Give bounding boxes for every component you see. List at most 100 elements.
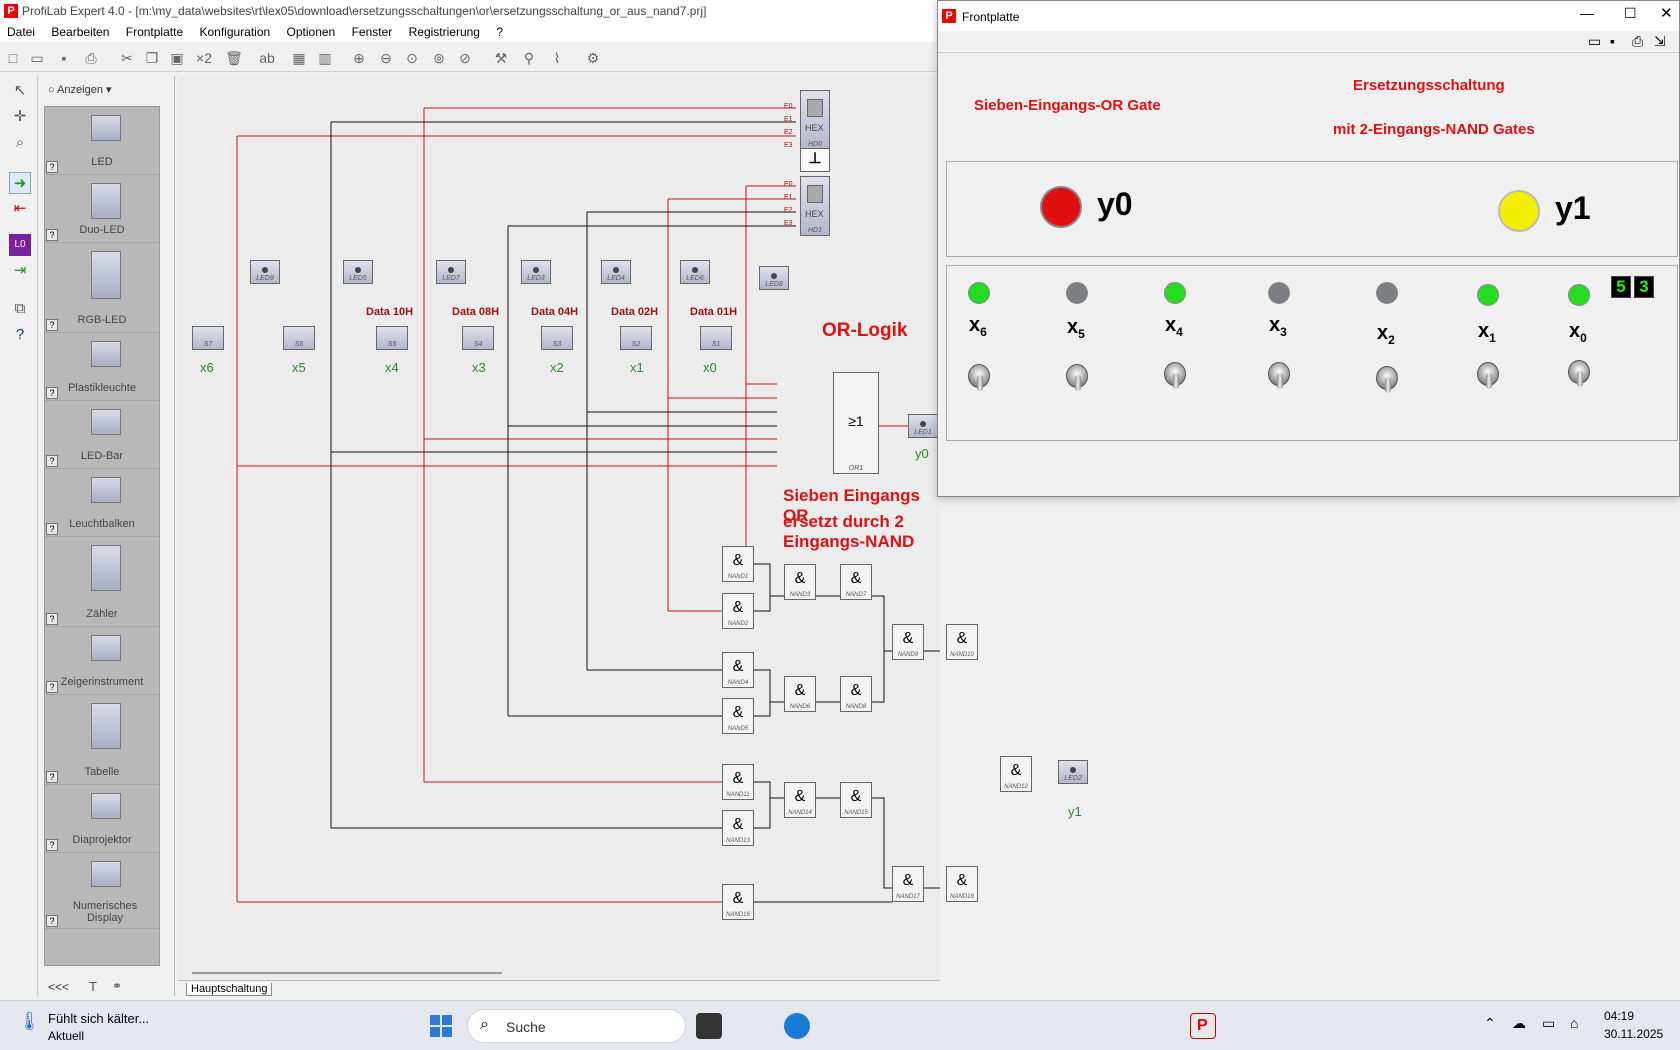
help-icon[interactable]: ? <box>46 387 58 399</box>
palette-item-rgb-led[interactable]: RGB-LED ? <box>45 243 159 333</box>
logic-icon[interactable]: L0 <box>9 234 31 256</box>
windows-start-icon[interactable] <box>430 1015 452 1037</box>
switch-x4[interactable]: S5 <box>376 326 408 350</box>
led-component[interactable]: LED4 <box>601 260 631 284</box>
help-icon[interactable]: ? <box>46 455 58 467</box>
component-icon[interactable]: ⧉ <box>9 298 31 320</box>
help-icon[interactable]: ? <box>46 229 58 241</box>
help-icon[interactable]: ? <box>46 319 58 331</box>
toggle-switch-x5[interactable] <box>1066 364 1088 388</box>
nand-gate[interactable]: &NAND17 <box>892 866 924 902</box>
paste-icon[interactable]: ▣ <box>168 49 186 67</box>
pointer-icon[interactable]: ↖ <box>9 80 31 102</box>
text-tool-icon[interactable]: ab <box>258 49 276 67</box>
tab-hauptschaltung[interactable]: Hauptschaltung <box>186 983 272 996</box>
clock-date[interactable]: 30.11.2025 <box>1604 1027 1663 1041</box>
switch-x3[interactable]: S4 <box>462 326 494 350</box>
switch-x1[interactable]: S2 <box>620 326 652 350</box>
nand-gate[interactable]: &NAND16 <box>722 884 754 920</box>
task-view-icon[interactable] <box>696 1013 722 1039</box>
nand-gate[interactable]: &NAND6 <box>784 676 816 712</box>
binoculars-icon[interactable]: ⚭ <box>112 979 122 993</box>
help-icon[interactable]: ? <box>46 771 58 783</box>
led-y0[interactable]: LED1 <box>908 414 938 438</box>
hammer-icon[interactable]: ⚒ <box>492 49 510 67</box>
menu-fenster[interactable]: Fenster <box>352 22 393 42</box>
copy-icon[interactable]: ❐ <box>143 49 161 67</box>
led-component[interactable]: LED7 <box>436 260 466 284</box>
help-pointer-icon[interactable]: ? <box>9 324 31 346</box>
save-icon[interactable]: ▪ <box>1610 33 1615 49</box>
palette-item-tabelle[interactable]: Tabelle ? <box>45 695 159 785</box>
columns-icon[interactable]: ▥ <box>316 49 334 67</box>
save-icon[interactable]: ▪ <box>55 49 73 67</box>
grid-icon[interactable]: ▦ <box>290 49 308 67</box>
weather-text[interactable]: Fühlt sich kälter... <box>48 1011 149 1026</box>
zoom-out-icon[interactable]: ⊖ <box>377 49 395 67</box>
menu-frontplatte[interactable]: Frontplatte <box>126 22 183 42</box>
clock-time[interactable]: 04:19 <box>1604 1009 1634 1023</box>
nand-gate[interactable]: &NAND14 <box>784 782 816 818</box>
edge-browser-icon[interactable] <box>784 1013 810 1039</box>
led-component[interactable]: LED6 <box>680 260 710 284</box>
led-y1[interactable]: LED2 <box>1058 760 1088 784</box>
open-file-icon[interactable]: ▭ <box>28 49 46 67</box>
led-component[interactable]: LED3 <box>521 260 551 284</box>
help-icon[interactable]: ? <box>46 915 58 927</box>
nand-gate[interactable]: &NAND11 <box>722 764 754 800</box>
delete-icon[interactable]: 🗑 <box>225 49 243 67</box>
menu-help[interactable]: ? <box>496 22 503 42</box>
help-icon[interactable]: ? <box>46 613 58 625</box>
palette-item-diaprojektor[interactable]: Diaprojektor ? <box>45 785 159 853</box>
magnifier-icon[interactable]: ⌕ <box>9 132 31 154</box>
cut-icon[interactable]: ✂ <box>118 49 136 67</box>
minimize-icon[interactable]: — <box>1580 5 1594 21</box>
duplicate-icon[interactable]: ×2 <box>195 49 213 67</box>
thermometer-icon[interactable]: 🌡 <box>18 1011 34 1039</box>
open-folder-icon[interactable]: ▭ <box>1588 33 1601 50</box>
palette-item-plastikleuchte[interactable]: Plastikleuchte ? <box>45 333 159 401</box>
maximize-icon[interactable]: ☐ <box>1624 5 1637 22</box>
horizontal-scrollbar[interactable] <box>192 972 502 974</box>
toggle-switch-x0[interactable] <box>1568 360 1590 384</box>
nand-gate[interactable]: &NAND15 <box>840 782 872 818</box>
toggle-switch-x6[interactable] <box>968 364 990 388</box>
zoom-area-icon[interactable]: ⊚ <box>430 49 448 67</box>
nand-gate[interactable]: &NAND18 <box>946 866 978 902</box>
print-icon[interactable]: ⎙ <box>82 49 100 67</box>
collapse-palette-button[interactable]: <<< <box>48 980 69 994</box>
nand-gate[interactable]: &NAND2 <box>722 593 754 629</box>
export-icon[interactable]: ⇲ <box>1654 33 1666 50</box>
nand-gate[interactable]: &NAND4 <box>722 652 754 688</box>
menu-optionen[interactable]: Optionen <box>287 22 336 42</box>
led-component[interactable]: LED5 <box>343 260 373 284</box>
run-arrow-icon[interactable]: ➜ <box>9 172 31 194</box>
help-icon[interactable]: ? <box>46 681 58 693</box>
toggle-switch-x4[interactable] <box>1164 362 1186 386</box>
nand-gate[interactable]: &NAND9 <box>892 624 924 660</box>
palette-item-led[interactable]: LED ? <box>45 107 159 175</box>
or-gate[interactable]: ≥1 OR1 <box>833 372 879 474</box>
print-icon[interactable]: ⎙ <box>1632 33 1643 50</box>
probe-icon[interactable]: ⚲ <box>520 49 538 67</box>
led-component[interactable]: LED9 <box>250 260 280 284</box>
wire-icon[interactable]: ⌇ <box>548 49 566 67</box>
settings-gear-icon[interactable]: ⚙ <box>584 49 602 67</box>
menu-registrierung[interactable]: Registrierung <box>409 22 480 42</box>
ground-icon[interactable]: ⊥ <box>800 148 830 172</box>
taskbar-search-box[interactable]: ⌕ Suche <box>467 1009 686 1043</box>
profilab-taskbar-icon[interactable]: P <box>1190 1013 1216 1039</box>
crosshair-icon[interactable]: ✛ <box>9 106 31 128</box>
export-icon[interactable]: ⇥ <box>9 260 31 282</box>
hex-display-hd1[interactable]: HEX HD1 <box>800 176 830 236</box>
palette-item-numerisches-display[interactable]: Numerisches Display ? <box>45 853 159 929</box>
switch-x2[interactable]: S3 <box>541 326 573 350</box>
menu-bearbeiten[interactable]: Bearbeiten <box>51 22 109 42</box>
toggle-switch-x1[interactable] <box>1477 362 1499 386</box>
stop-arrow-icon[interactable]: ⇤ <box>9 198 31 220</box>
help-icon[interactable]: ? <box>46 523 58 535</box>
zoom-in-icon[interactable]: ⊕ <box>350 49 368 67</box>
palette-item-led-bar[interactable]: LED-Bar ? <box>45 401 159 469</box>
menu-konfiguration[interactable]: Konfiguration <box>199 22 270 42</box>
nand-gate[interactable]: &NAND10 <box>946 624 978 660</box>
